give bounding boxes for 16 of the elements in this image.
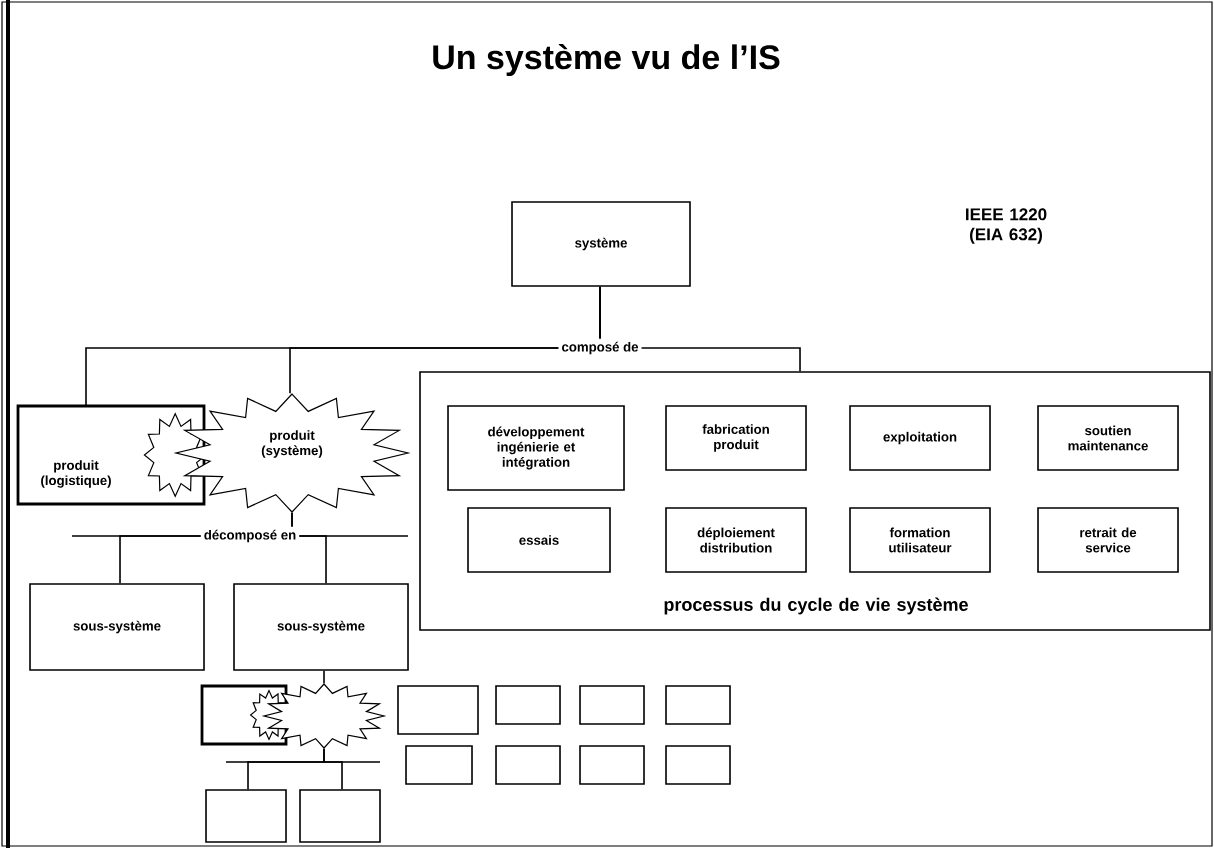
title: Un système vu de l’IS <box>433 44 780 76</box>
subsystem-box <box>205 789 287 843</box>
connector <box>323 748 343 790</box>
process-box <box>495 685 561 725</box>
standard-note: IEEE 1220 (EIA 632) <box>966 208 1047 244</box>
process-box <box>665 685 731 725</box>
subsystem-box <box>299 789 381 843</box>
process-box <box>579 745 645 785</box>
process-box <box>495 745 561 785</box>
product-box <box>200 684 289 746</box>
process-box <box>579 685 645 725</box>
product-starburst <box>261 683 387 749</box>
process-box <box>665 745 731 785</box>
process-box <box>397 685 479 735</box>
process-box <box>405 745 473 785</box>
connector <box>323 670 325 684</box>
